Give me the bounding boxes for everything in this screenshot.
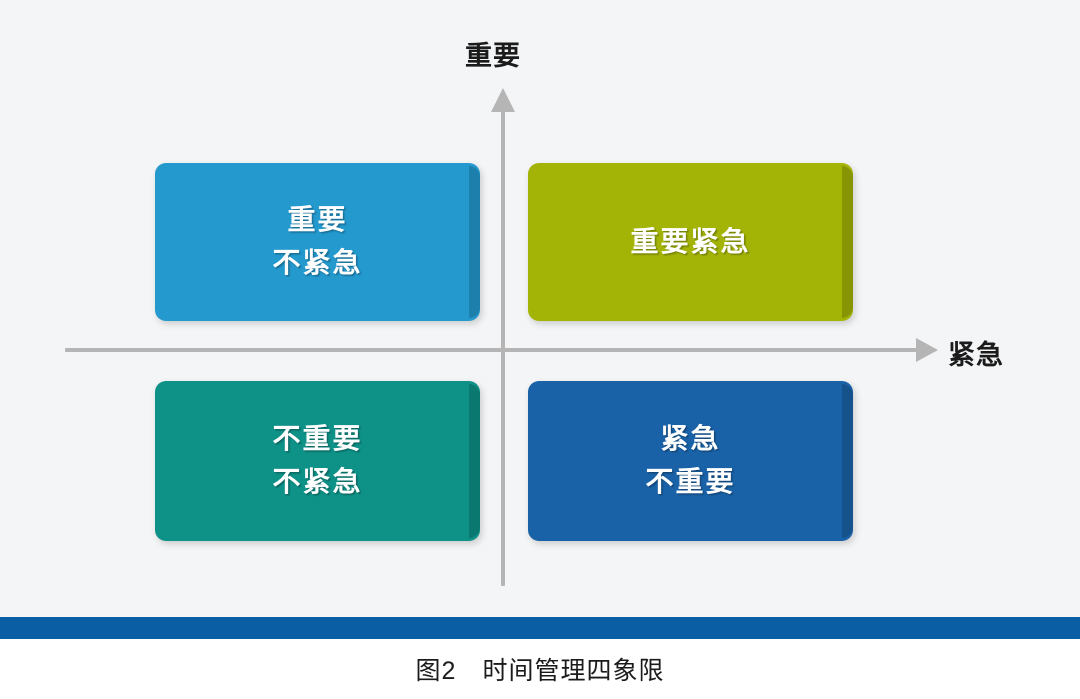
quadrant-important-urgent[interactable]: 重要紧急 xyxy=(528,163,853,321)
vertical-axis-arrow-icon xyxy=(491,88,515,112)
quadrant-bevel-edge xyxy=(842,384,853,538)
footer-divider-bar xyxy=(0,617,1080,639)
quadrant-bevel-edge xyxy=(842,166,853,318)
quadrant-label-line: 不重要 xyxy=(272,423,363,455)
quadrant-label-line: 不重要 xyxy=(645,466,736,497)
horizontal-axis-label: 紧急 xyxy=(948,340,1004,370)
horizontal-axis-line xyxy=(65,348,920,352)
horizontal-axis-arrow-icon xyxy=(916,338,938,362)
figure-caption-area: 图2 时间管理四象限 xyxy=(0,639,1080,699)
quadrant-label-line: 紧急 xyxy=(660,423,721,455)
quadrant-label-line: 重要 xyxy=(287,204,348,236)
vertical-axis-label: 重要 xyxy=(465,41,521,71)
quadrant-bevel-edge xyxy=(469,384,480,538)
quadrant-not-important-not-urgent[interactable]: 不重要 不紧急 xyxy=(155,381,480,541)
quadrant-urgent-not-important[interactable]: 紧急 不重要 xyxy=(528,381,853,541)
quadrant-label-line: 不紧急 xyxy=(272,247,363,278)
quadrant-important-not-urgent[interactable]: 重要 不紧急 xyxy=(155,163,480,321)
quadrant-label-line: 不紧急 xyxy=(272,466,363,497)
quadrant-bevel-edge xyxy=(469,166,480,318)
quadrant-label-line: 重要紧急 xyxy=(630,225,751,257)
figure-caption: 图2 时间管理四象限 xyxy=(415,657,665,685)
